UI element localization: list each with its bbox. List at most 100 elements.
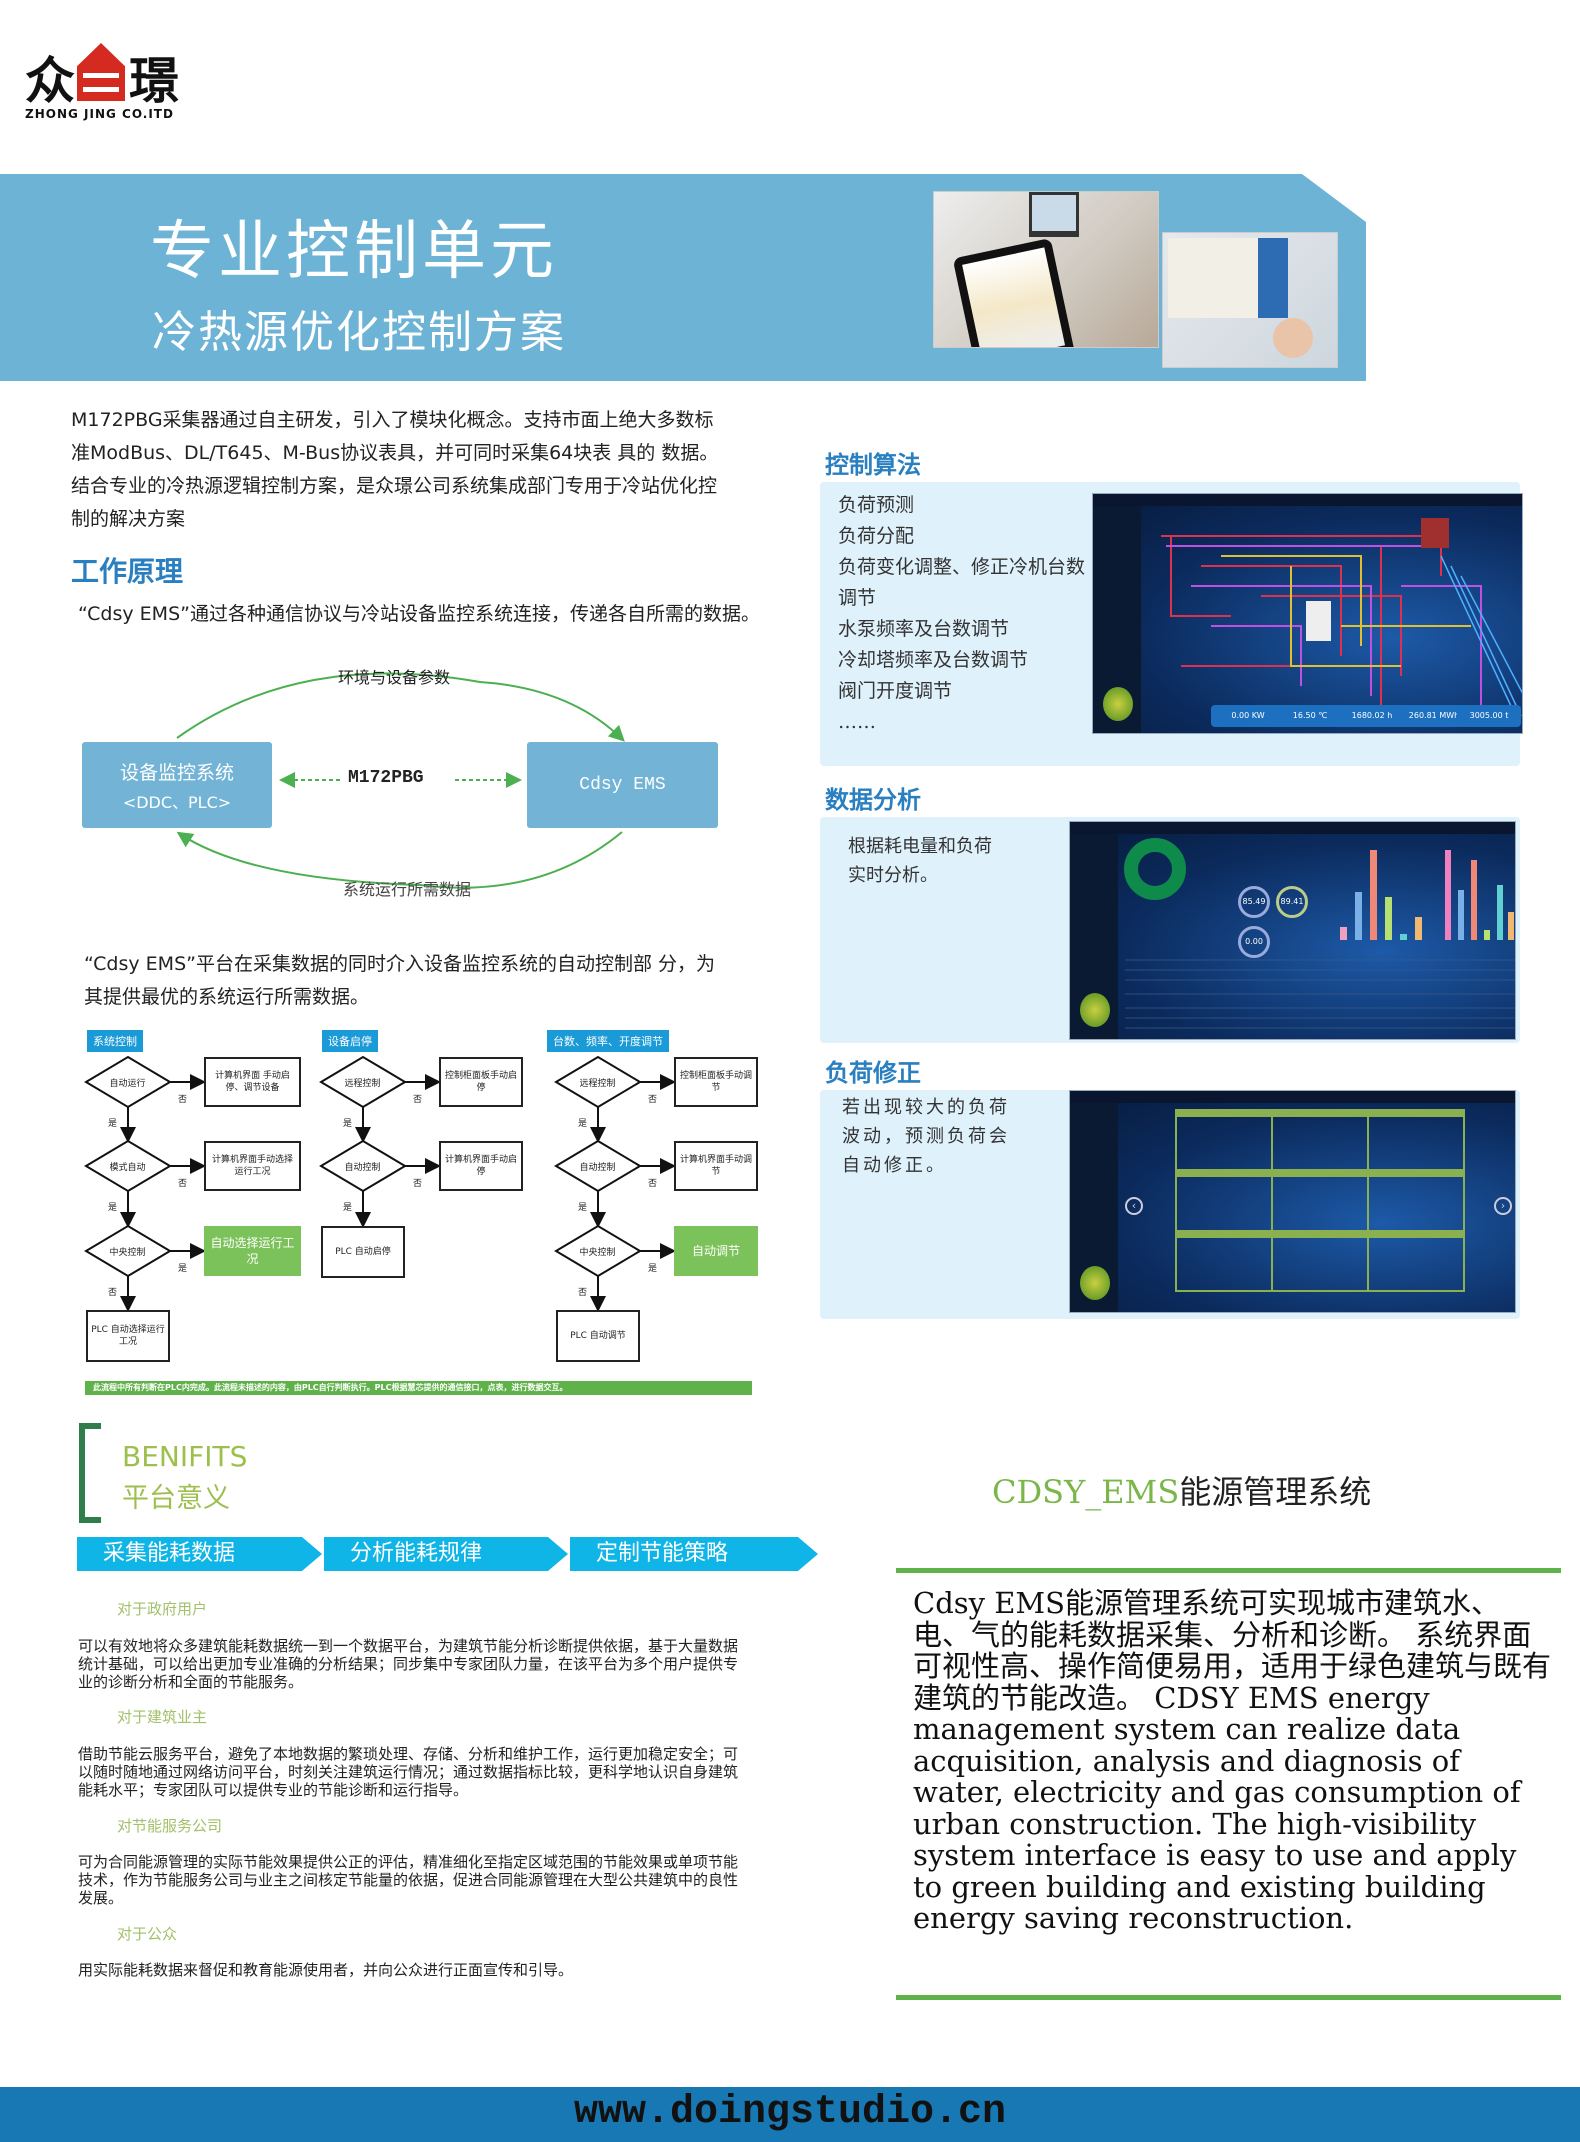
logo-text: ZHONG JING CO.ITD — [25, 107, 174, 121]
data-analysis-screenshot: 85.49 89.41 0.00 — [1069, 821, 1516, 1040]
bar-chart-thumbnail — [1340, 850, 1514, 940]
principle-text: “Cdsy EMS”通过各种通信协议与冷站设备监控系统连接，传递各自所需的数据。 — [78, 603, 760, 625]
divider-bottom — [896, 1995, 1561, 2000]
company-logo: 众 璟 ZHONG JING CO.ITD — [25, 41, 195, 126]
footer-url-link[interactable]: www.doingstudio.cn — [573, 2090, 1007, 2135]
banner-title: 专业控制单元 — [150, 215, 558, 289]
auto-result-box: 自动调节 — [674, 1226, 758, 1276]
flowchart-column-title: 设备启停 — [322, 1030, 378, 1052]
benefit-text-esco: 可为合同能源管理的实际节能效果提供公正的评估，精准细化至指定区域范围的节能效果或… — [78, 1853, 739, 1907]
device-monitoring-subtitle: <DDC、PLC> — [122, 792, 232, 812]
banner-subtitle: 冷热源优化控制方案 — [152, 307, 566, 358]
algorithm-list: 负荷预测 负荷分配 负荷变化调整、修正冷机台数调节 水泵频率及台数调节 冷却塔频… — [838, 490, 1088, 738]
benefit-text-gov: 可以有效地将众多建筑能耗数据统一到一个数据平台，为建筑节能分析诊断提供依据，基于… — [78, 1637, 739, 1691]
algorithm-item: 负荷变化调整、修正冷机台数调节 — [838, 556, 1086, 609]
footer-bar — [0, 2087, 1580, 2142]
desktop-photo — [1162, 232, 1338, 368]
analysis-text: 根据耗电量和负荷实时分析。 — [848, 836, 992, 886]
decision-label: 自动控制 — [344, 1162, 381, 1173]
correction-text: 若出现较大的负荷波动，预测负荷会自动修正。 — [842, 1097, 1010, 1176]
algorithm-item: …… — [838, 711, 876, 733]
intro-text: M172PBG采集器通过自主研发，引入了模块化概念。支持市面上绝大多数标准Mod… — [71, 409, 719, 530]
branch-label: 否 — [178, 1179, 188, 1189]
branch-label: 是 — [178, 1264, 188, 1274]
tab-analyze-patterns[interactable]: 分析能耗规律 — [324, 1537, 568, 1571]
prev-arrow-icon[interactable]: ‹ — [1125, 1197, 1143, 1215]
decision-label: 自动控制 — [579, 1162, 616, 1173]
device-monitoring-title: 设备监控系统 — [119, 761, 234, 784]
branch-label: 否 — [578, 1288, 588, 1298]
hvac-scada-screenshot: 0.00 KW 16.50 ℃ 1680.02 h 260.81 MWh 300… — [1092, 493, 1523, 734]
branch-label: 是 — [578, 1203, 588, 1213]
plc-end-box: PLC 自动启停 — [321, 1226, 405, 1278]
flowchart-note: 此流程中所有判断在PLC内完成。此流程未描述的内容，由PLC自行判断执行。PLC… — [85, 1381, 752, 1395]
algorithm-item: 冷却塔频率及台数调节 — [838, 649, 1029, 671]
benefit-text-public: 用实际能耗数据来督促和教育能源使用者，并向公众进行正面宣传和引导。 — [78, 1961, 574, 1979]
manual-action-box: 控制柜面板手动调节 — [674, 1057, 758, 1107]
branch-label: 否 — [648, 1095, 658, 1105]
env-params-label: 环境与设备参数 — [338, 668, 451, 687]
manual-action-box: 计算机界面手动启停 — [439, 1141, 523, 1191]
kpi-runtime: 1680.02 h — [1335, 705, 1409, 727]
algorithm-item: 阀门开度调节 — [838, 680, 953, 702]
analysis-heading: 数据分析 — [825, 786, 921, 814]
benefit-text-owner: 借助节能云服务平台，避免了本地数据的繁琐处理、存储、分析和维护工作，运行更加稳定… — [78, 1745, 739, 1799]
benefit-heading-public: 对于公众 — [117, 1925, 178, 1943]
flowchart-column-title: 系统控制 — [87, 1030, 143, 1052]
kpi-load: 0.00 KW — [1211, 705, 1285, 727]
logo-char-2: 璟 — [129, 52, 179, 110]
branch-label: 是 — [343, 1203, 353, 1213]
decision-label: 自动运行 — [109, 1078, 146, 1089]
decision-label: 模式自动 — [109, 1162, 146, 1173]
benefits-title-cn: 平台意义 — [122, 1483, 230, 1514]
branch-label: 否 — [178, 1095, 188, 1105]
ems-title-green: CDSY_EMS — [992, 1473, 1180, 1511]
gauge-1: 85.49 — [1238, 886, 1270, 918]
device-monitoring-box: 设备监控系统 <DDC、PLC> — [82, 742, 272, 828]
gauge-3: 0.00 — [1238, 926, 1270, 958]
next-arrow-icon[interactable]: › — [1494, 1197, 1512, 1215]
branch-label: 是 — [108, 1203, 118, 1213]
plc-end-box: PLC 自动选择运行工况 — [86, 1310, 170, 1362]
decision-label: 远程控制 — [344, 1078, 381, 1089]
flowchart-column-title: 台数、频率、开度调节 — [547, 1030, 669, 1052]
branch-label: 是 — [648, 1264, 658, 1274]
tablet-photo — [933, 191, 1159, 348]
kpi-temperature: 16.50 ℃ — [1273, 705, 1347, 727]
tab-collect-data[interactable]: 采集能耗数据 — [77, 1537, 322, 1571]
correction-heading: 负荷修正 — [825, 1059, 921, 1087]
manual-action-box: 控制柜面板手动启停 — [439, 1057, 523, 1107]
benefit-heading-gov: 对于政府用户 — [117, 1600, 208, 1618]
branch-label: 否 — [108, 1288, 118, 1298]
branch-label: 是 — [343, 1119, 353, 1129]
decision-label: 中央控制 — [579, 1247, 616, 1258]
principle-heading: 工作原理 — [71, 555, 184, 588]
algorithm-item: 负荷预测 — [838, 494, 915, 516]
branch-label: 否 — [648, 1179, 658, 1189]
ems-title: CDSY_EMS能源管理系统 — [992, 1467, 1371, 1513]
algorithm-heading: 控制算法 — [825, 451, 921, 479]
benefit-heading-esco: 对节能服务公司 — [117, 1817, 223, 1835]
decision-label: 中央控制 — [109, 1247, 146, 1258]
branch-label: 是 — [108, 1119, 118, 1129]
manual-action-box: 计算机界面手动调节 — [674, 1141, 758, 1191]
m172pbg-label: M172PBG — [348, 768, 424, 788]
manual-action-box: 计算机界面 手动启停、调节设备 — [204, 1057, 301, 1107]
benefits-title-en: BENIFITS — [122, 1440, 248, 1473]
system-data-label: 系统运行所需数据 — [343, 880, 472, 899]
ems-description: Cdsy EMS能源管理系统可实现城市建筑水、电、气的能耗数据采集、分析和诊断。… — [913, 1586, 1552, 1935]
kpi-energy: 260.81 MWh — [1397, 705, 1471, 727]
algorithm-item: 负荷分配 — [838, 525, 915, 547]
auto-result-box: 自动选择运行工况 — [204, 1226, 301, 1276]
divider-top — [896, 1568, 1561, 1573]
load-correction-screenshot: ‹ › — [1069, 1090, 1516, 1313]
gauge-2: 89.41 — [1276, 886, 1308, 918]
tab-custom-strategy[interactable]: 定制节能策略 — [570, 1537, 818, 1571]
branch-label: 否 — [413, 1095, 423, 1105]
benefit-heading-owner: 对于建筑业主 — [117, 1708, 208, 1726]
kpi-water: 3005.00 t — [1457, 705, 1521, 727]
manual-action-box: 计算机界面手动选择运行工况 — [204, 1141, 301, 1191]
cdsy-ems-box: Cdsy EMS — [527, 742, 718, 828]
branch-label: 是 — [578, 1119, 588, 1129]
